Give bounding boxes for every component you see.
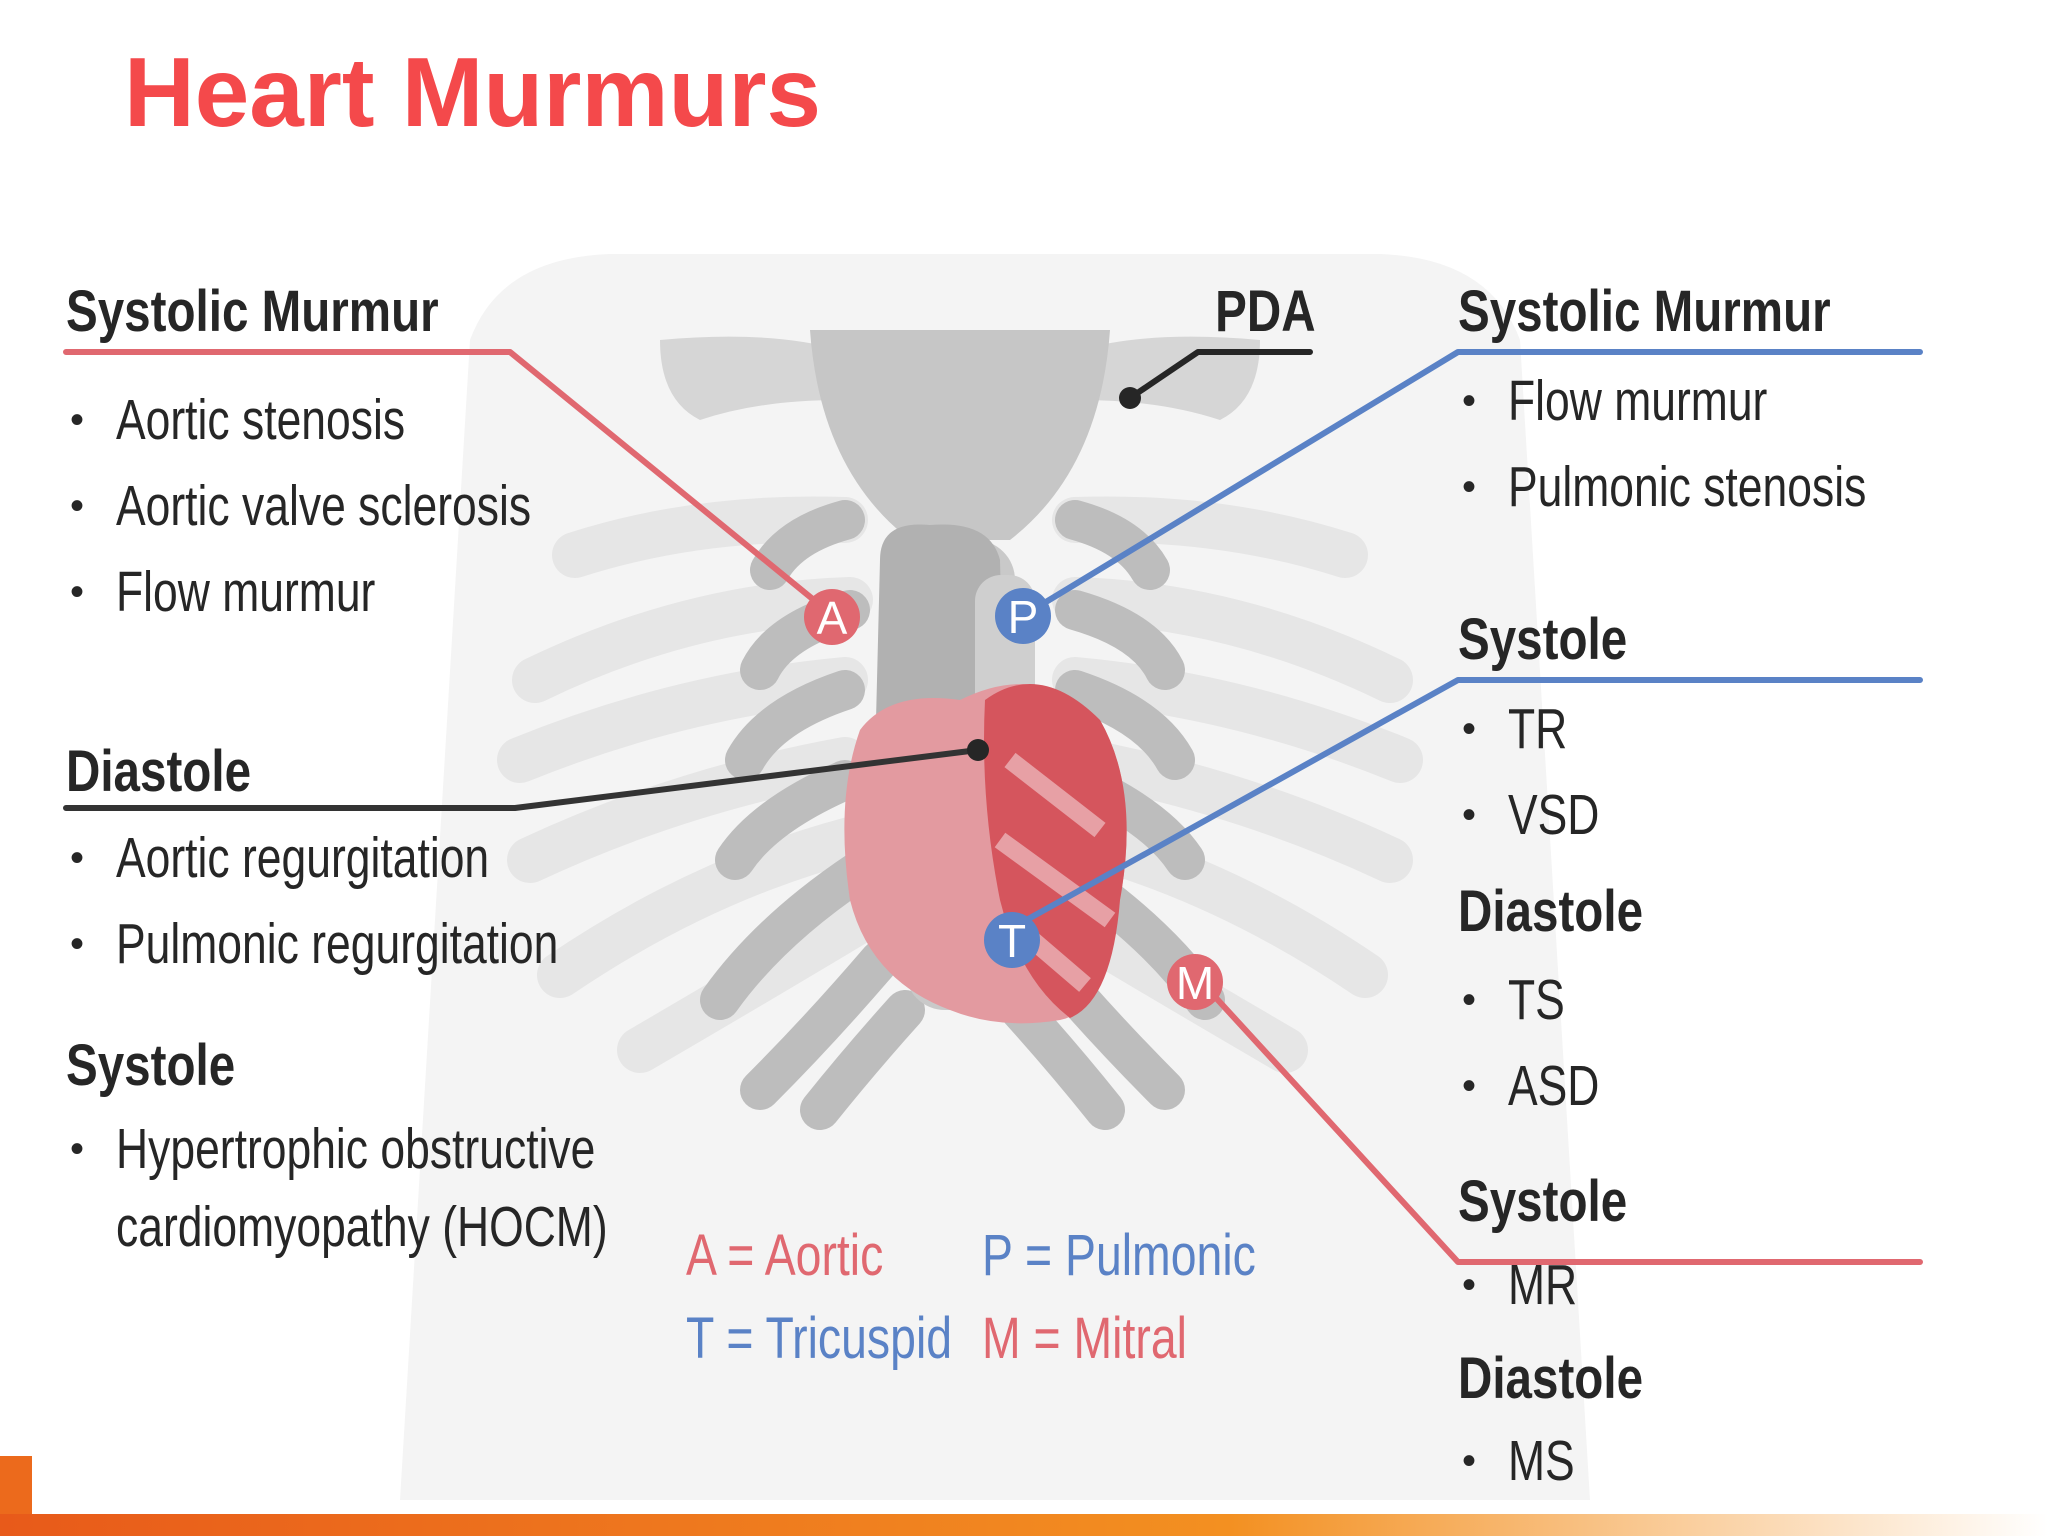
right-pulmonic-systolic-header: Systolic Murmur: [1458, 279, 1831, 344]
list-item: ASD: [1458, 1043, 1625, 1129]
left-diastole-header: Diastole: [66, 739, 252, 804]
marker-pulmonic: P: [995, 588, 1051, 644]
leader-line-pulmonic: [1033, 349, 1923, 611]
marker-aortic: A: [804, 589, 860, 645]
legend-aortic: A = Aortic: [686, 1223, 884, 1288]
list-item: MR: [1458, 1242, 1597, 1328]
list-item: Flow murmur: [66, 549, 648, 635]
legend-mitral: M = Mitral: [982, 1306, 1187, 1371]
marker-mitral-label: M: [1176, 957, 1214, 1009]
list-item: Flow murmur: [1458, 358, 1967, 444]
list-item: VSD: [1458, 772, 1625, 858]
left-diastole-list: Aortic regurgitation Pulmonic regurgitat…: [66, 815, 683, 987]
marker-tricuspid-label: T: [998, 915, 1026, 967]
list-item: Hypertrophic obstructive: [66, 1110, 746, 1188]
list-item: Pulmonic stenosis: [1458, 444, 1967, 530]
right-tricuspid-diastole-header: Diastole: [1458, 879, 1644, 944]
footer-accent-bar: [0, 1514, 2048, 1536]
leader-line-aortic: [63, 349, 823, 608]
marker-mitral: M: [1167, 954, 1223, 1010]
pda-label: PDA: [1215, 279, 1316, 344]
list-item: Aortic regurgitation: [66, 815, 683, 901]
diastole-point: [967, 739, 989, 761]
right-tricuspid-systole-list: TR VSD: [1458, 686, 1625, 858]
list-item: Aortic valve sclerosis: [66, 463, 648, 549]
right-pulmonic-list: Flow murmur Pulmonic stenosis: [1458, 358, 1967, 530]
list-item: TS: [1458, 957, 1625, 1043]
list-item: MS: [1458, 1418, 1594, 1504]
leader-line-pda: [1127, 349, 1313, 401]
right-mitral-diastole-list: MS: [1458, 1418, 1594, 1504]
pda-point: [1119, 387, 1141, 409]
left-systolic-murmur-header: Systolic Murmur: [66, 279, 439, 344]
list-item-continuation: cardiomyopathy (HOCM): [116, 1195, 608, 1259]
marker-tricuspid: T: [984, 912, 1040, 968]
leader-line-diastole: [63, 747, 981, 811]
left-systole-header: Systole: [66, 1033, 236, 1098]
left-systolic-murmur-list: Aortic stenosis Aortic valve sclerosis F…: [66, 377, 648, 635]
right-tricuspid-diastole-list: TS ASD: [1458, 957, 1625, 1129]
legend-tricuspid: T = Tricuspid: [686, 1306, 953, 1371]
slide-title: Heart Murmurs: [124, 37, 822, 147]
leader-line-tricuspid: [1009, 677, 1923, 931]
list-item: TR: [1458, 686, 1625, 772]
right-tricuspid-systole-header: Systole: [1458, 607, 1628, 672]
right-mitral-systole-list: MR: [1458, 1242, 1597, 1328]
right-mitral-diastole-header: Diastole: [1458, 1346, 1644, 1411]
marker-aortic-label: A: [817, 592, 848, 644]
list-item: Pulmonic regurgitation: [66, 901, 683, 987]
list-item: Aortic stenosis: [66, 377, 648, 463]
marker-pulmonic-label: P: [1008, 591, 1039, 643]
left-systole-list: Hypertrophic obstructive cardiomyopathy …: [66, 1110, 746, 1266]
legend-pulmonic: P = Pulmonic: [982, 1223, 1256, 1288]
right-mitral-systole-header: Systole: [1458, 1169, 1628, 1234]
